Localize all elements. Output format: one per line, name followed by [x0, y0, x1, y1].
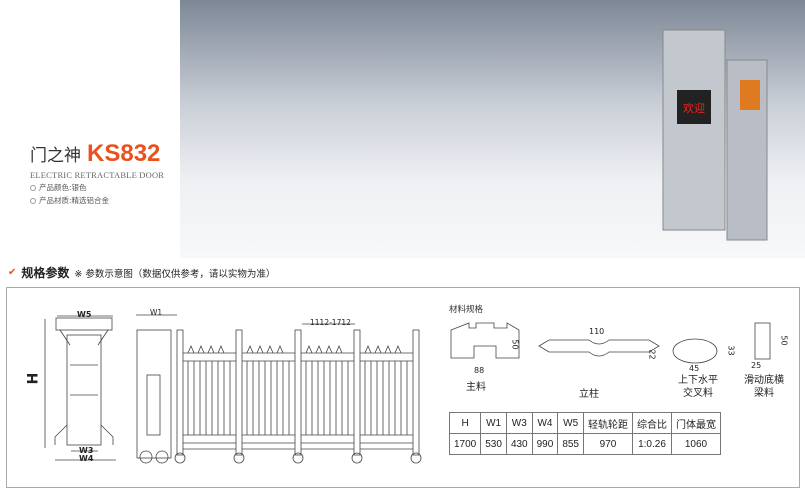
table-cell: 1:0.26: [632, 433, 672, 455]
pillar-front-view: [44, 315, 116, 461]
material-main-label: 主料: [466, 382, 486, 393]
gate-post: [294, 329, 302, 456]
table-header-cell: W5: [557, 412, 584, 434]
gate-post: [353, 329, 361, 456]
dim-beam-h: 50: [779, 335, 789, 346]
spike: [364, 344, 372, 354]
spike: [266, 344, 274, 354]
display-text: 欢迎: [683, 101, 705, 115]
dim-beam-w: 25: [751, 361, 762, 370]
wheel: [139, 450, 153, 464]
spike: [384, 344, 392, 354]
spike: [217, 344, 225, 354]
wheel: [351, 452, 363, 464]
wheel: [155, 450, 169, 464]
profile-main: [450, 322, 520, 359]
wheel: [410, 452, 422, 464]
table-cell: 430: [505, 433, 533, 455]
gate-post: [412, 329, 420, 456]
table-header-cell: W1: [480, 412, 507, 434]
spike: [187, 344, 195, 354]
material-cross-label: 上下水平交叉料: [678, 375, 718, 399]
spike: [325, 344, 333, 354]
gate-drawing: [44, 314, 422, 464]
section-heading: ✔ 规格参数 ※ 参数示意图（数据仅供参考，请以实物为准）: [8, 264, 275, 281]
table-cell: 530: [480, 433, 507, 455]
section-title: 规格参数: [21, 266, 70, 280]
brand-subtitle: ELECTRIC RETRACTABLE DOOR: [30, 170, 165, 180]
spike: [315, 344, 323, 354]
dim-span: 1112-1712: [310, 318, 351, 327]
dim-post-h: 22: [647, 349, 657, 360]
brand-block: 门之神 KS832 ELECTRIC RETRACTABLE DOOR 产品颜色…: [30, 140, 164, 206]
control-panel: [146, 374, 161, 436]
bullet-icon: [30, 197, 36, 204]
wheel: [174, 452, 186, 464]
table-header-cell: W4: [531, 412, 559, 434]
table-cell: 855: [557, 433, 584, 455]
dim-w1: W1: [150, 308, 163, 317]
spike: [394, 344, 402, 354]
brand-name: 门之神: [30, 146, 81, 166]
material-beam-label: 滑动底横梁料: [744, 375, 784, 399]
table-header-cell: 轻轨轮距: [583, 412, 633, 434]
wheel: [233, 452, 245, 464]
dim-h: H: [25, 372, 42, 385]
spec-panel: [6, 287, 800, 488]
table-cell: 970: [583, 433, 633, 455]
gate-post: [176, 329, 184, 456]
dim-w5: W5: [77, 310, 92, 319]
gate-post: [235, 329, 243, 456]
dim-cross-h: 33: [726, 345, 736, 356]
material-post-label: 立柱: [579, 389, 599, 400]
spike: [276, 344, 284, 354]
bullet-icon: [30, 184, 36, 191]
materials-title: 材料规格: [449, 305, 484, 315]
spike: [246, 344, 254, 354]
spike: [207, 344, 215, 354]
profile-beam: [754, 322, 771, 360]
product-photo: 欢迎: [180, 0, 805, 258]
dim-cross-w: 45: [689, 364, 700, 373]
motor-housing: [136, 329, 172, 459]
spec-color: 产品颜色:银色: [39, 183, 87, 192]
table-header-cell: W3: [505, 412, 533, 434]
dim-main-h: 50: [510, 339, 520, 350]
table-cell: 1700: [448, 433, 482, 455]
model-number: KS832: [87, 140, 161, 167]
table-cell: 990: [531, 433, 559, 455]
chevron-down-icon: ✔: [8, 267, 17, 278]
dim-post-w: 110: [589, 327, 605, 336]
dim-w4: W4: [79, 454, 94, 463]
table-header-cell: H: [448, 412, 482, 434]
profile-cross: [672, 338, 718, 364]
dim-w3: W3: [79, 446, 94, 455]
table-header-cell: 门体最宽: [671, 412, 721, 434]
dim-main-w: 88: [474, 366, 485, 375]
gate-photo-illustration: 欢迎: [662, 29, 768, 241]
wheel: [292, 452, 304, 464]
spike: [305, 344, 313, 354]
spec-material: 产品材质:精选铝合金: [39, 196, 110, 205]
table-cell: 1060: [671, 433, 721, 455]
spike: [335, 344, 343, 354]
spike: [374, 344, 382, 354]
profile-post: [538, 339, 660, 357]
material-profiles: [450, 322, 771, 364]
table-header-cell: 综合比: [632, 412, 672, 434]
spike: [197, 344, 205, 354]
section-note: ※ 参数示意图（数据仅供参考，请以实物为准）: [74, 268, 276, 280]
spike: [256, 344, 264, 354]
